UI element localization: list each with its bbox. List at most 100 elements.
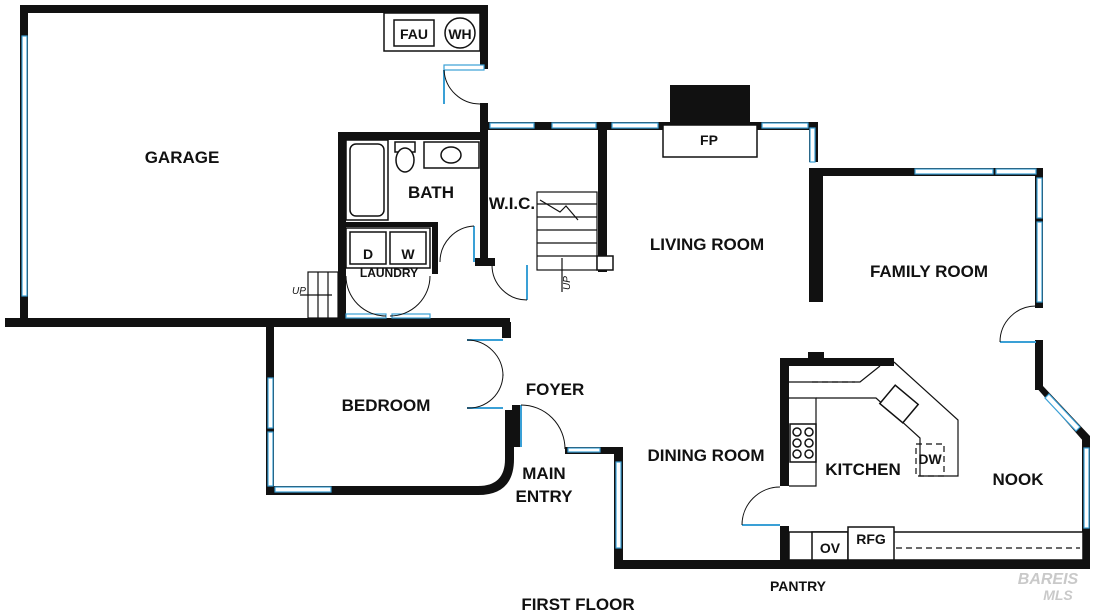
fireplace-chimney [670, 85, 750, 125]
kitchen-top-wall [780, 358, 894, 366]
laundry-door-swing-right [389, 275, 431, 317]
fixture-label-washer: W [401, 246, 415, 262]
room-label-bedroom: BEDROOM [342, 396, 431, 415]
watermark-line-2: MLS [1043, 587, 1073, 603]
burner-icon [792, 438, 802, 448]
living-window-1 [489, 122, 535, 129]
walls [5, 5, 1090, 569]
refrigerator-box [847, 526, 895, 561]
main-staircase [536, 191, 598, 271]
room-label-dining-room: DINING ROOM [647, 446, 764, 465]
stair-break-line [539, 199, 579, 221]
bath-right-wall [480, 103, 488, 263]
burner-icon [792, 449, 802, 459]
laundry-right-wall [432, 222, 438, 274]
oven-box [811, 531, 849, 561]
nook-angled-window [1044, 393, 1081, 432]
fixture-label-dryer: D [363, 246, 373, 262]
nook-right-wall-upper [1035, 340, 1043, 390]
living-window-4 [761, 122, 809, 129]
toilet-icon [395, 147, 415, 173]
family-window-1 [914, 168, 994, 175]
bedroom-curved-wall [266, 410, 514, 495]
fixture-label-rfg: RFG [856, 531, 886, 547]
dryer-box [349, 231, 387, 265]
bedroom-window-1 [267, 377, 274, 429]
stair-up-label: UP [562, 276, 573, 290]
room-label-family-room: FAMILY ROOM [870, 262, 988, 281]
family-door-swing [999, 305, 1037, 343]
washer-box [389, 231, 427, 265]
fixture-label-wh: WH [448, 26, 471, 42]
bathtub-basin [349, 143, 385, 217]
fixture-label-ov: OV [820, 540, 841, 556]
wic-door-swing [491, 264, 528, 301]
kitchen-left-counter [789, 397, 817, 487]
room-label-bath: BATH [408, 183, 454, 202]
kitchen-upper-counter [789, 365, 881, 383]
stair-landing [596, 255, 614, 271]
bedroom-door-swing-1 [466, 339, 504, 377]
living-window-3 [611, 122, 659, 129]
bedroom-door-swing-2 [466, 373, 504, 409]
wic-wall-stub [475, 258, 495, 266]
fixtures [345, 12, 1084, 561]
living-window-2 [551, 122, 597, 129]
burner-icon [804, 427, 814, 437]
floor-title: FIRST FLOOR [521, 595, 634, 614]
bedroom-window-2 [267, 431, 274, 487]
sink-icon [440, 146, 462, 164]
kitchen-left-wall [780, 358, 789, 486]
dishwasher-box [915, 443, 945, 477]
stair-wall [598, 122, 607, 272]
doors [345, 69, 1037, 526]
room-label-living-room: LIVING ROOM [650, 235, 764, 254]
garage-right-wall-upper [480, 5, 488, 69]
pantry-left-wall [780, 526, 789, 566]
burner-icon [804, 449, 814, 459]
entry-sidelight [567, 447, 601, 453]
kitchen-top-stub [808, 352, 824, 360]
labels: GARAGE BATH LAUNDRY W.I.C. LIVING ROOM F… [145, 26, 1045, 614]
living-window-5 [809, 127, 816, 163]
bottom-wall [614, 560, 1090, 569]
windows [21, 35, 1090, 549]
entry-door-swing [520, 404, 566, 450]
fixture-label-fau: FAU [400, 26, 428, 42]
burner-icon [804, 438, 814, 448]
watermark-line-1: BAREIS [1018, 571, 1079, 588]
garage-bottom-wall [5, 318, 510, 327]
bedroom-right-wall-upper [502, 322, 511, 338]
laundry-door-swing-left [345, 275, 387, 317]
family-window-4 [1036, 221, 1043, 303]
bath-door-swing [439, 225, 475, 263]
kitchen-sink-icon [878, 384, 920, 424]
room-label-garage: GARAGE [145, 148, 220, 167]
room-label-main-entry-2: ENTRY [516, 487, 574, 506]
family-window-2 [995, 168, 1037, 175]
kitchen-door-swing [741, 486, 781, 526]
room-label-foyer: FOYER [526, 380, 585, 399]
stairs [300, 191, 614, 319]
water-heater-icon [444, 17, 476, 49]
burner-icon [792, 427, 802, 437]
laundry-door-sill-2 [391, 313, 431, 319]
living-family-divider [809, 170, 823, 302]
bath-laundry-divider [338, 222, 438, 227]
garage-up-label: UP [292, 286, 306, 297]
room-label-wic: W.I.C. [489, 194, 535, 213]
bedroom-window-3 [274, 486, 332, 493]
garage-window [21, 35, 28, 297]
room-label-laundry: LAUNDRY [360, 266, 418, 280]
garage-door-swing [443, 69, 481, 105]
bareis-mls-logo: BAREIS MLS [1018, 571, 1079, 603]
family-window-3 [1036, 177, 1043, 219]
entry-left-wall [512, 405, 521, 447]
garage-side-door-window [443, 64, 485, 71]
bath-top-wall [338, 132, 488, 140]
garage-top-wall [20, 5, 488, 13]
room-label-kitchen: KITCHEN [825, 460, 901, 479]
fixture-label-fp: FP [700, 132, 718, 148]
room-label-main-entry-1: MAIN [522, 464, 565, 483]
nook-window [1083, 447, 1090, 529]
